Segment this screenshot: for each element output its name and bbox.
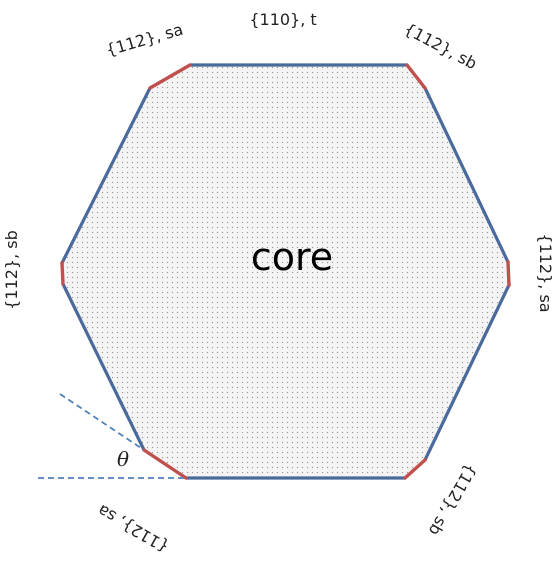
label-top: {110}, t <box>249 10 316 29</box>
edge-lower-left <box>61 282 146 452</box>
label-bottom-left: {112}, sa <box>94 501 172 557</box>
label-bottom-right: {112}, sb <box>425 461 481 539</box>
angle-reference-lines <box>38 393 186 479</box>
theta-label: θ <box>117 447 129 471</box>
core-region <box>62 65 509 478</box>
facet-bottom-left <box>142 448 188 480</box>
edge-lower-right <box>423 283 511 462</box>
label-left: {112}, sb <box>2 230 21 310</box>
facet-right <box>506 260 511 287</box>
edge-upper-right <box>423 86 510 264</box>
facet-bottom-right <box>403 458 427 480</box>
label-top-left: {112}, sa <box>104 20 185 60</box>
edge-upper-left <box>60 86 152 265</box>
dashed-line-upper <box>59 393 145 451</box>
core-label: core <box>251 235 333 279</box>
facet-segments <box>60 63 511 480</box>
label-top-right: {112}, sb <box>401 19 480 73</box>
facet-top-left <box>148 63 192 90</box>
facet-left <box>60 261 65 286</box>
label-right: {112}, sa <box>536 233 555 312</box>
hexagon-outline <box>60 63 511 480</box>
facet-top-right <box>405 63 427 90</box>
